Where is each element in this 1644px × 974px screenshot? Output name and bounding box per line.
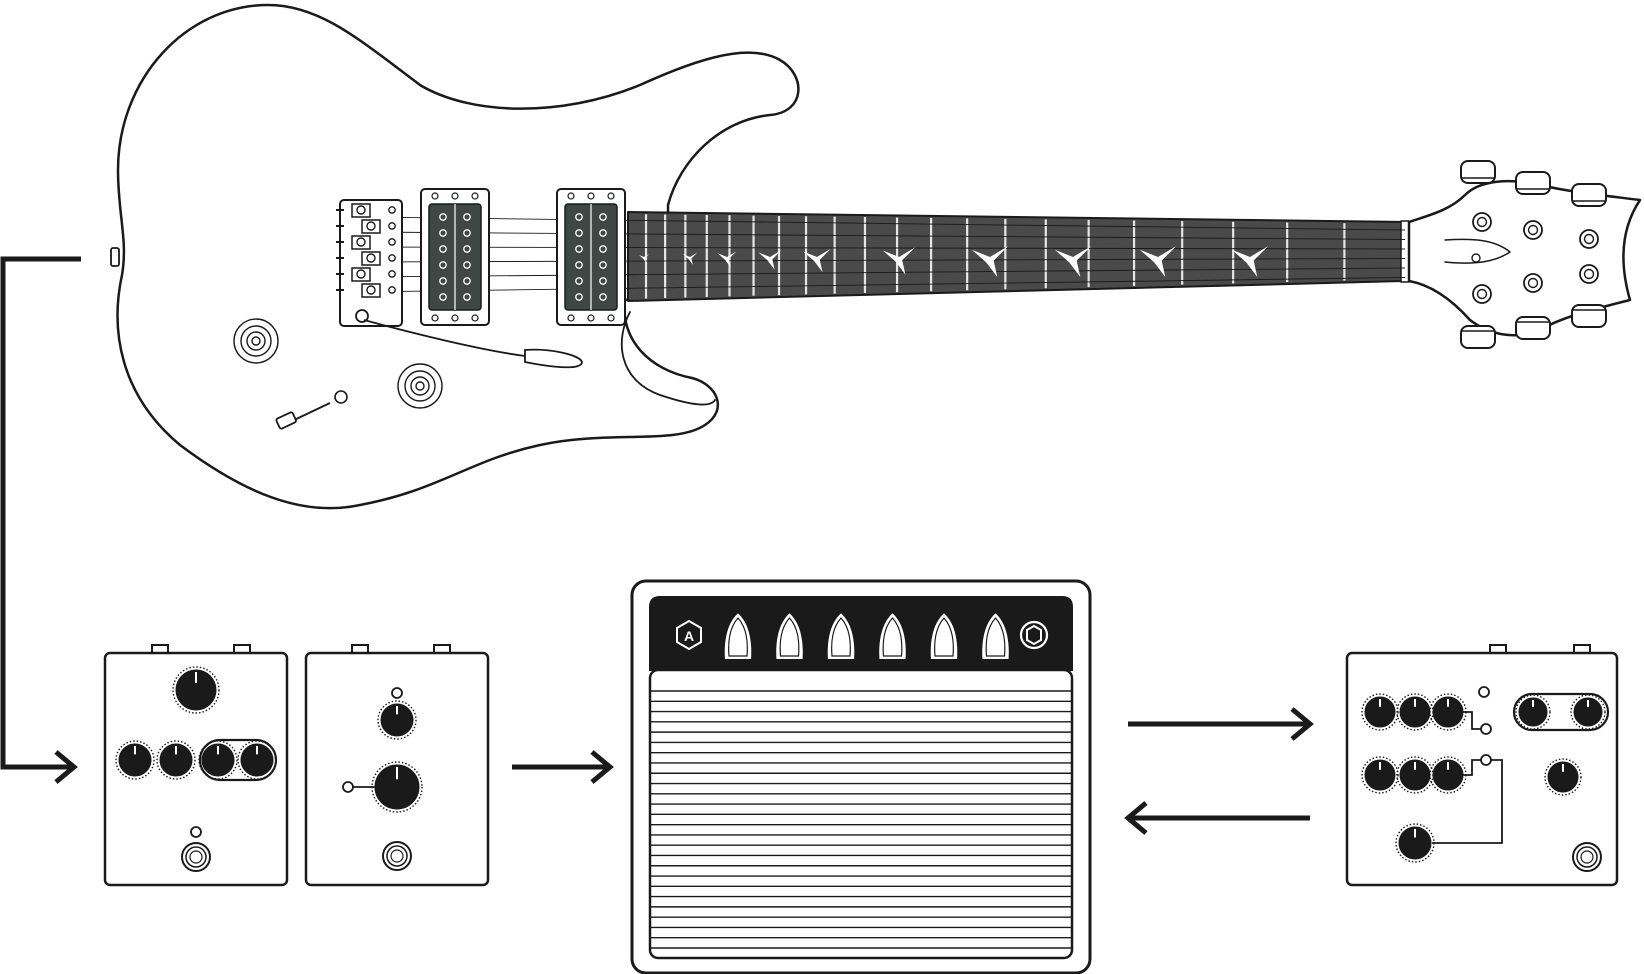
arrow-left-icon [1124, 801, 1310, 835]
pedal-1-jack-left [151, 644, 169, 653]
headstock-inner-line [1444, 238, 1511, 264]
pedal-3-indicator-1 [1480, 723, 1492, 735]
pedal-2-enclosure [304, 651, 490, 887]
pedal-2-controls [371, 700, 423, 871]
bird-inlay [1231, 246, 1269, 278]
bird-inlay [639, 254, 649, 263]
arrow-right-icon [512, 750, 614, 784]
amp-pointer-knob [928, 610, 960, 661]
body-bevel-line [620, 311, 716, 406]
guitar-string [361, 267, 1406, 278]
bird-inlay [971, 246, 1009, 278]
pedal-1-led [190, 826, 202, 838]
pedal-1-knob [156, 740, 196, 780]
guitar-details [233, 160, 1607, 430]
pedal-1-knob [237, 740, 277, 780]
pedal-3-indicator-2 [1480, 754, 1492, 766]
pedal-3-switch-line-3 [1432, 759, 1503, 844]
bird-inlay [758, 250, 782, 270]
pickup-selector [275, 390, 348, 430]
bird-inlay [1054, 246, 1092, 278]
cable-line [0, 256, 81, 770]
tuners [1460, 160, 1607, 349]
boost-pedal-icon [304, 644, 490, 887]
guitar-string [361, 246, 1406, 250]
amp-logo-icon: A [676, 619, 702, 651]
amp-control-panel [649, 596, 1073, 671]
guitar-body [116, 3, 800, 510]
pedal-2-led [391, 687, 403, 699]
electric-guitar-icon [110, 3, 1642, 510]
pedal-1-controls [115, 666, 277, 872]
pedal-3-enclosure [1345, 651, 1619, 887]
amp-pointer-knob [722, 610, 754, 661]
pedal-2-jack-left [351, 644, 369, 653]
combo-amp-icon: A [630, 579, 1092, 974]
amp-pointer-knob [877, 610, 908, 661]
pedal-3-jack-right [1573, 644, 1591, 653]
pedal-2-footswitch [382, 841, 412, 871]
pedal-3-knob [1544, 758, 1582, 796]
tone-knob [397, 363, 443, 409]
guitar-bridge [336, 199, 403, 327]
arrow-2-head [1290, 707, 1314, 741]
bird-inlay [682, 252, 698, 265]
pedal-3-knob [1396, 693, 1434, 731]
amp-cabinet [630, 579, 1092, 974]
pedal-2-level-knob [371, 761, 423, 813]
amp-logo-letter: A [684, 628, 694, 644]
headstock [1407, 179, 1642, 337]
bird-inlay [1139, 246, 1177, 278]
guitar-string [361, 258, 1406, 263]
guitar-string [361, 231, 1406, 240]
pedal-2-knob [377, 700, 417, 740]
neck-pickup [556, 188, 626, 326]
pedal-3-led [1478, 686, 1490, 698]
output-jack [110, 247, 120, 267]
pedal-1-knob [115, 740, 155, 780]
pedal-3-footswitch [1572, 842, 1602, 872]
guitar-string [361, 277, 1406, 293]
pedal-1-jack-right [233, 644, 251, 653]
bridge-pickup [420, 188, 490, 326]
cable-arrow-icon [0, 256, 81, 784]
cable-arrow-head [54, 750, 78, 784]
loop-pedal-icon [1345, 644, 1619, 887]
tremolo-arm [355, 309, 583, 369]
pedal-3-toggle-slot [1512, 692, 1610, 732]
pedal-3-knob [1361, 693, 1399, 731]
pedal-3-knob [1396, 756, 1434, 794]
pedal-3-knob [1395, 823, 1435, 863]
bird-inlay [717, 251, 737, 268]
bird-inlay [883, 247, 915, 275]
pedal-2-indicator [342, 781, 354, 793]
guitar-string [361, 216, 1406, 231]
arrow-right-icon [1128, 707, 1314, 741]
arrow-1-head [590, 750, 614, 784]
pedal-3-toggle-knob [1515, 694, 1551, 730]
pedal-3-toggle-knob [1570, 694, 1606, 730]
volume-knob [233, 318, 279, 364]
amp-input-jack [1019, 620, 1049, 650]
amp-details [650, 610, 1072, 949]
amp-pointer-knob [980, 610, 1011, 661]
pedal-1-knob [198, 740, 238, 780]
pedal-1-gain-knob [172, 666, 220, 714]
pedal-3-jack-left [1489, 644, 1507, 653]
pedal-3-knob [1361, 756, 1399, 794]
amp-pointer-knob [774, 610, 805, 661]
pedal-2-jack-right [433, 644, 451, 653]
pedal-3-knob [1429, 693, 1467, 731]
pedal-3-controls [1361, 693, 1606, 872]
pedal-3-knob [1429, 756, 1467, 794]
arrow-3-head [1124, 801, 1148, 835]
pedal-1-enclosure [103, 651, 289, 887]
pedal-1-footswitch [181, 842, 211, 872]
bird-inlay [803, 248, 831, 273]
amp-pointer-knob [825, 610, 857, 661]
